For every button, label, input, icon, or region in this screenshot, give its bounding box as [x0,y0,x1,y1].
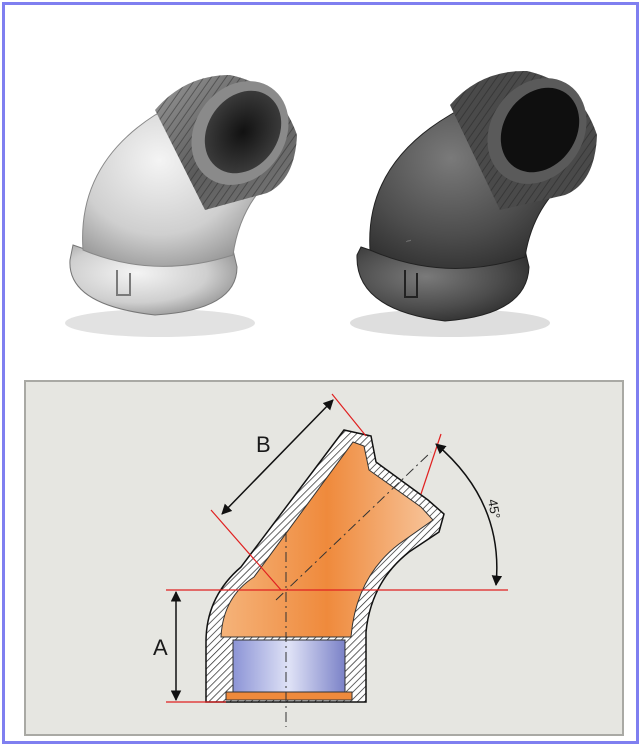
black-iron-elbow-photo: ~ [350,70,597,337]
angle-dimension: 45° [435,443,503,587]
dimension-a-label: A [153,635,168,660]
fitting-bore [220,441,434,638]
dimension-a: A [153,590,182,702]
female-thread-section [225,639,353,701]
center-lines [275,451,432,727]
cross-section-diagram: A B 45° [24,380,624,736]
svg-text:~: ~ [404,235,413,247]
photo-area: ~ [5,5,636,375]
dimension-b-label: B [256,432,271,457]
dimension-b: B [221,399,334,515]
angle-label: 45° [485,498,503,520]
galvanized-elbow-photo [65,75,297,337]
